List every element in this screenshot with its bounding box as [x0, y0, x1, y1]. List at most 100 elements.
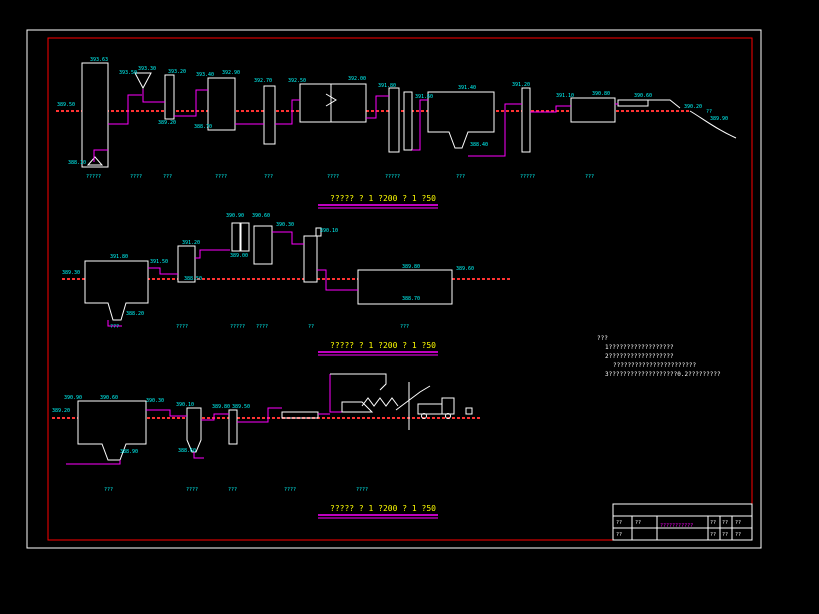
elevation-label: 388.10 [68, 160, 86, 166]
column-1 [388, 87, 400, 153]
elevation-label: 389.30 [62, 270, 80, 276]
truck-wheel [445, 413, 451, 419]
dosing-unit-1 [231, 222, 241, 252]
elevation-label: 392.00 [348, 76, 366, 82]
reaction-column [303, 235, 318, 283]
elevation-label: 390.10 [320, 228, 338, 234]
elevation-label: 389.20 [52, 408, 70, 414]
unit-name: ??? [400, 324, 409, 330]
elevation-label: 389.20 [158, 120, 176, 126]
elevation-label: 389.80 [402, 264, 420, 270]
unit-name: ????? [520, 174, 535, 180]
pipe-lower [193, 452, 204, 459]
conveyor-base [281, 411, 319, 419]
dosing-unit-3 [253, 225, 273, 265]
truck-cab [441, 397, 455, 415]
reactor-mixer [325, 93, 337, 107]
unit-name: ???? [327, 174, 339, 180]
feed-chute [330, 373, 387, 391]
elevation-label: 392.90 [222, 70, 240, 76]
elevation-label: 389.60 [456, 266, 474, 272]
notes-line: 2?????????????????? [605, 353, 674, 360]
title-cell: ?? [616, 532, 622, 538]
elevation-label: 392.50 [288, 78, 306, 84]
unit-name: ????? [230, 324, 245, 330]
pipe-upper [412, 99, 428, 151]
storage-tank [357, 269, 453, 305]
elevation-label: 391.20 [182, 240, 200, 246]
notes-line: 3???????????????????0.2????????? [605, 371, 721, 378]
drawing-title: ??????????? [660, 523, 693, 529]
screen-hopper [134, 72, 152, 90]
unit-name: ??? [264, 174, 273, 180]
pipe-upper [530, 105, 571, 113]
pipe-upper [174, 89, 208, 117]
intake-well [81, 62, 109, 168]
screen-channel [164, 74, 175, 120]
title-cell: ?? [735, 520, 741, 526]
elevation-label: 391.80 [110, 254, 128, 260]
elevation-label: 391.20 [512, 82, 530, 88]
pipe-lower [201, 413, 229, 421]
lower-profile-title: ????? ? 1 ?200 ? 1 ?50 [330, 504, 436, 513]
outfall-ramp [648, 99, 681, 109]
elevation-label: 390.60 [252, 213, 270, 219]
outfall-channel [617, 99, 649, 107]
elevation-label: 391.40 [458, 85, 476, 91]
elevation-label: 390.20 [684, 104, 702, 110]
settling-tank [427, 91, 495, 149]
elevation-label: 388.20 [126, 311, 144, 317]
elevation-label: 391.80 [378, 83, 396, 89]
unit-name: ????? [385, 174, 400, 180]
elevation-label: 390.10 [176, 402, 194, 408]
elevation-label: 389.90 [710, 116, 728, 122]
title-cell: ?? [735, 532, 741, 538]
filter-column [521, 87, 531, 153]
screw-conveyor [361, 397, 399, 407]
sludge-thickener [84, 260, 149, 321]
pipe-middle [148, 267, 178, 275]
pump-well [263, 85, 276, 145]
truck-wheel [421, 413, 427, 419]
elevation-label: 390.60 [634, 93, 652, 99]
pipe-middle [317, 269, 358, 291]
pipe-middle [195, 249, 230, 259]
notes-title: ??? [597, 335, 608, 342]
elevation-label: 389.50 [232, 404, 250, 410]
elevation-label: 391.50 [150, 259, 168, 265]
unit-name: ???? [215, 174, 227, 180]
title-cell: ?? [722, 532, 728, 538]
unit-name: ???? [256, 324, 268, 330]
elevation-label: 388.50 [184, 276, 202, 282]
unit-name: ???? [284, 487, 296, 493]
elevation-label: 390.30 [276, 222, 294, 228]
elevation-label: 393.30 [138, 66, 156, 72]
middle-profile-title: ????? ? 1 ?200 ? 1 ?50 [330, 341, 436, 350]
filter-press-frame [341, 401, 374, 413]
elevation-label: 393.50 [119, 70, 137, 76]
clear-well [570, 97, 616, 123]
unit-name-labels: ????? ???? ??? ???? ??? ???? ????? ??? ?… [86, 109, 712, 493]
elevation-label: 388.90 [120, 449, 138, 455]
notes-line: 1?????????????????? [605, 344, 674, 351]
unit-name: ??? [104, 487, 113, 493]
reactor-tank [299, 83, 367, 123]
pipe-lower [146, 409, 187, 417]
truck-marker [465, 407, 473, 415]
elevation-label: 389.80 [212, 404, 230, 410]
inner-frame [47, 37, 753, 541]
cone-thickener [186, 407, 202, 453]
pipe-middle [107, 320, 122, 327]
title-cell: ?? [710, 532, 716, 538]
elevation-label: 393.40 [196, 72, 214, 78]
pipe-upper [142, 89, 165, 103]
hopper [329, 374, 344, 413]
unit-name: ???? [356, 487, 368, 493]
unit-name: ??? [456, 174, 465, 180]
truck-body [417, 403, 443, 415]
elevation-label: 392.70 [254, 78, 272, 84]
elevation-label: 390.90 [64, 395, 82, 401]
elevation-label: 389.00 [230, 253, 248, 259]
elevation-label: 391.60 [415, 94, 433, 100]
